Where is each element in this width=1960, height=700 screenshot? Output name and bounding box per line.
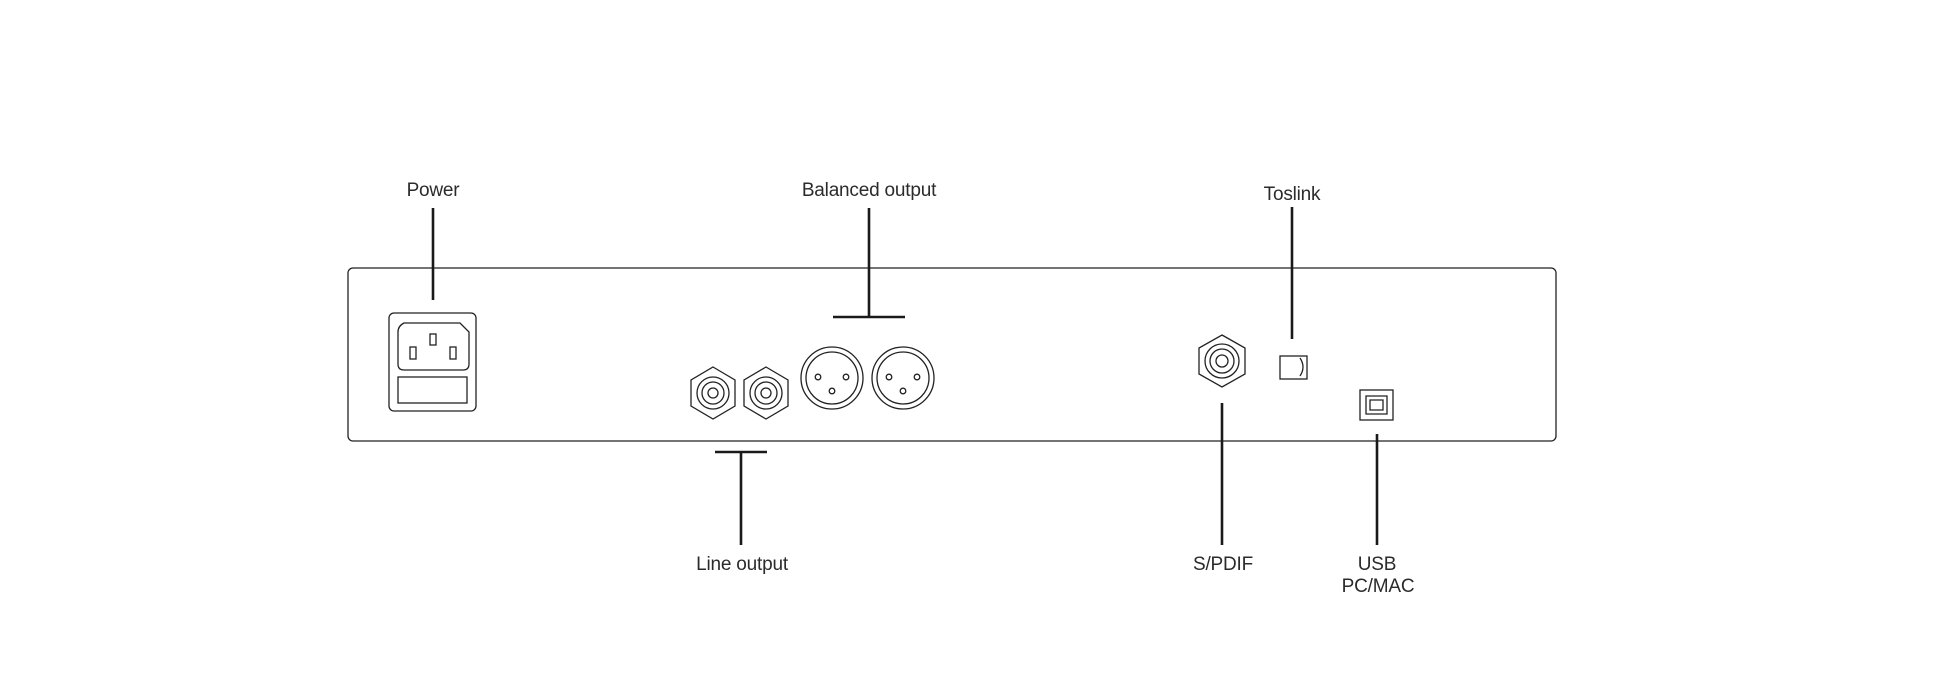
usb-b-port-icon [1359,389,1394,421]
line-output-label: Line output [696,554,789,575]
power-label: Power [407,180,461,201]
toslink-port-icon [1279,355,1308,380]
usb-platform-label: PC/MAC [1342,576,1415,597]
rca-jack-icon [690,366,736,420]
xlr-jack-icon [871,346,935,410]
power-inlet-icon [388,312,477,412]
balanced-output-label: Balanced output [802,180,937,201]
rca-jack-icon [743,366,789,420]
xlr-jack-icon [800,346,864,410]
chassis-outline [347,267,1557,442]
rca-jack-icon [1198,334,1246,388]
spdif-label: S/PDIF [1193,554,1253,575]
usb-label: USB [1358,554,1396,575]
toslink-label: Toslink [1264,184,1321,205]
